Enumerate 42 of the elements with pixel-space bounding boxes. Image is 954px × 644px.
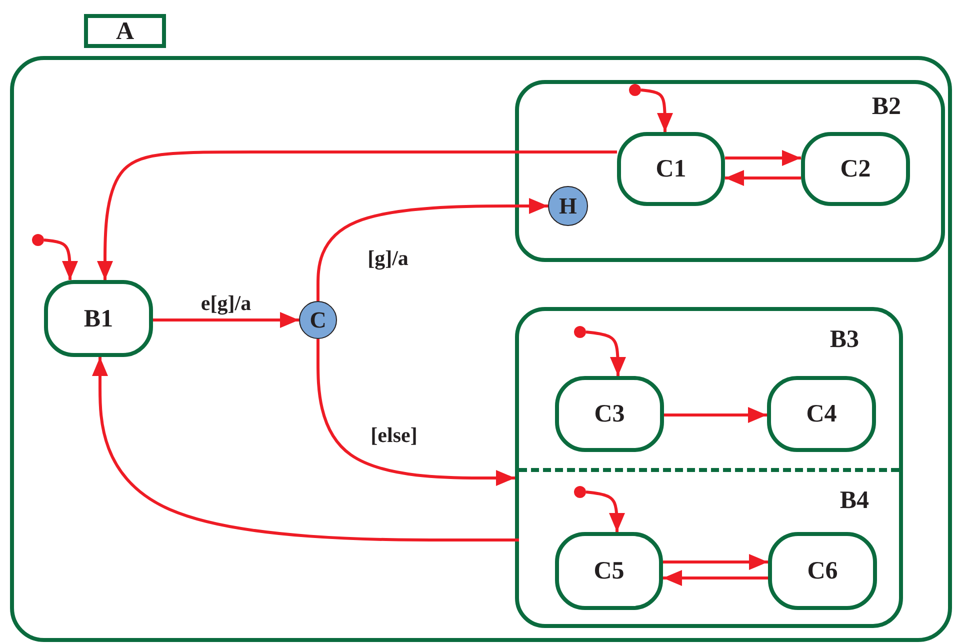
state-name: C1 [656, 156, 686, 182]
state-name: B4 [840, 488, 869, 513]
state-name: H [559, 194, 577, 218]
state-name: C3 [594, 402, 625, 426]
transition-arrow [44, 238, 78, 280]
state-name: C2 [840, 156, 871, 182]
state-name: C6 [807, 558, 838, 584]
state-box [801, 132, 910, 206]
transition-arrow [640, 88, 673, 132]
state-box [44, 280, 153, 357]
state-box [555, 376, 664, 452]
initial-state-dot [574, 326, 586, 338]
composite-state [515, 80, 945, 262]
state-name: C5 [594, 558, 624, 584]
state-box [617, 132, 725, 206]
orthogonal-state [515, 307, 903, 628]
state-box [767, 376, 876, 452]
transition-arrow [316, 339, 515, 486]
transition-arrow [663, 554, 768, 570]
transition-arrow [663, 570, 768, 586]
state-name: B1 [84, 306, 114, 331]
transition-arrow [725, 170, 801, 186]
transition-arrow [725, 150, 801, 166]
initial-state-dot [32, 234, 44, 246]
state-box [768, 532, 877, 610]
transition-arrow [316, 198, 548, 301]
state-name: B3 [830, 327, 859, 352]
pseudostate-circle [548, 186, 588, 226]
transition-arrow [664, 407, 767, 423]
initial-state-dot [574, 486, 586, 498]
state-name: B2 [872, 94, 901, 119]
transition-arrow [586, 490, 625, 532]
state-name: C4 [806, 402, 837, 426]
transition-arrow [92, 357, 519, 542]
pseudostate-circle [299, 301, 337, 339]
initial-state-dot [629, 84, 641, 96]
transition-arrow [153, 312, 299, 328]
state-name-tab: A [84, 14, 166, 48]
transition-arrow [97, 150, 617, 280]
state-name: C [310, 308, 326, 332]
state-box [555, 532, 663, 610]
transition-arrow [586, 330, 626, 376]
